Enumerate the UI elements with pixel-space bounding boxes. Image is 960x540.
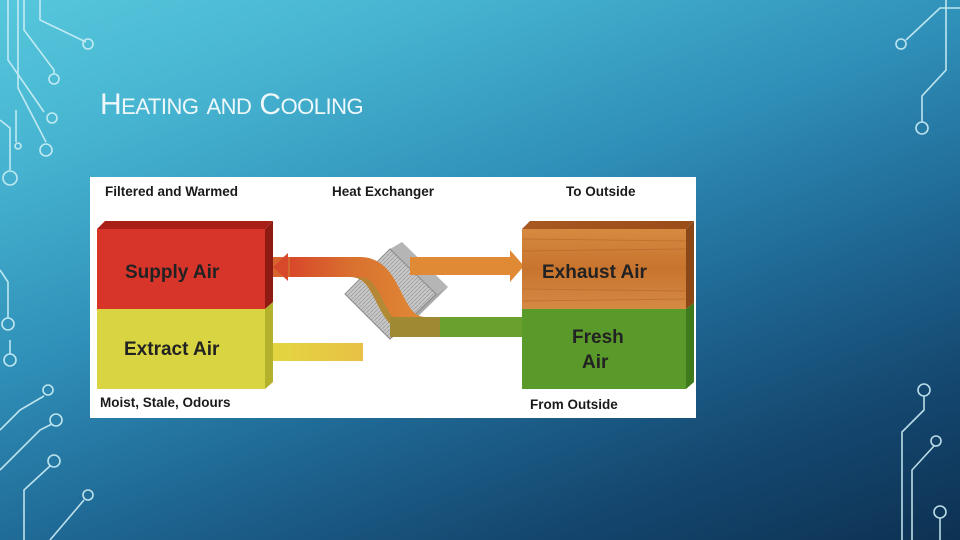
- label-moist-stale-odours: Moist, Stale, Odours: [100, 395, 231, 410]
- slide-title: HEATING AND COOLING: [100, 88, 364, 122]
- fresh-air-label-line1: Fresh: [572, 327, 624, 348]
- arrow-to-exhaust: [510, 250, 524, 282]
- title-letter-h: H: [100, 88, 122, 121]
- supply-air-box: Supply Air: [97, 221, 273, 309]
- supply-air-label: Supply Air: [125, 262, 220, 283]
- title-word-eating: EATING: [121, 94, 199, 119]
- label-filtered-warmed: Filtered and Warmed: [105, 184, 238, 199]
- arrow-to-supply: [273, 253, 288, 281]
- title-letter-c: C: [259, 88, 281, 121]
- fresh-air-label-line2: Air: [582, 352, 609, 373]
- extract-flow: [273, 343, 363, 361]
- exhaust-air-box: Exhaust Air: [521, 221, 694, 309]
- exhaust-air-label: Exhaust Air: [542, 262, 647, 283]
- heat-exchanger-diagram: Filtered and Warmed Heat Exchanger To Ou…: [90, 177, 696, 418]
- title-word-and: AND: [206, 94, 252, 119]
- fresh-air-box: Fresh Air: [522, 303, 694, 389]
- extract-air-box: Extract Air: [97, 302, 273, 389]
- extract-air-label: Extract Air: [124, 339, 220, 360]
- label-heat-exchanger: Heat Exchanger: [332, 184, 435, 199]
- exhaust-flow: [410, 250, 524, 282]
- title-word-ooling: OOLING: [280, 94, 364, 119]
- label-to-outside: To Outside: [566, 184, 636, 199]
- label-from-outside: From Outside: [530, 397, 618, 412]
